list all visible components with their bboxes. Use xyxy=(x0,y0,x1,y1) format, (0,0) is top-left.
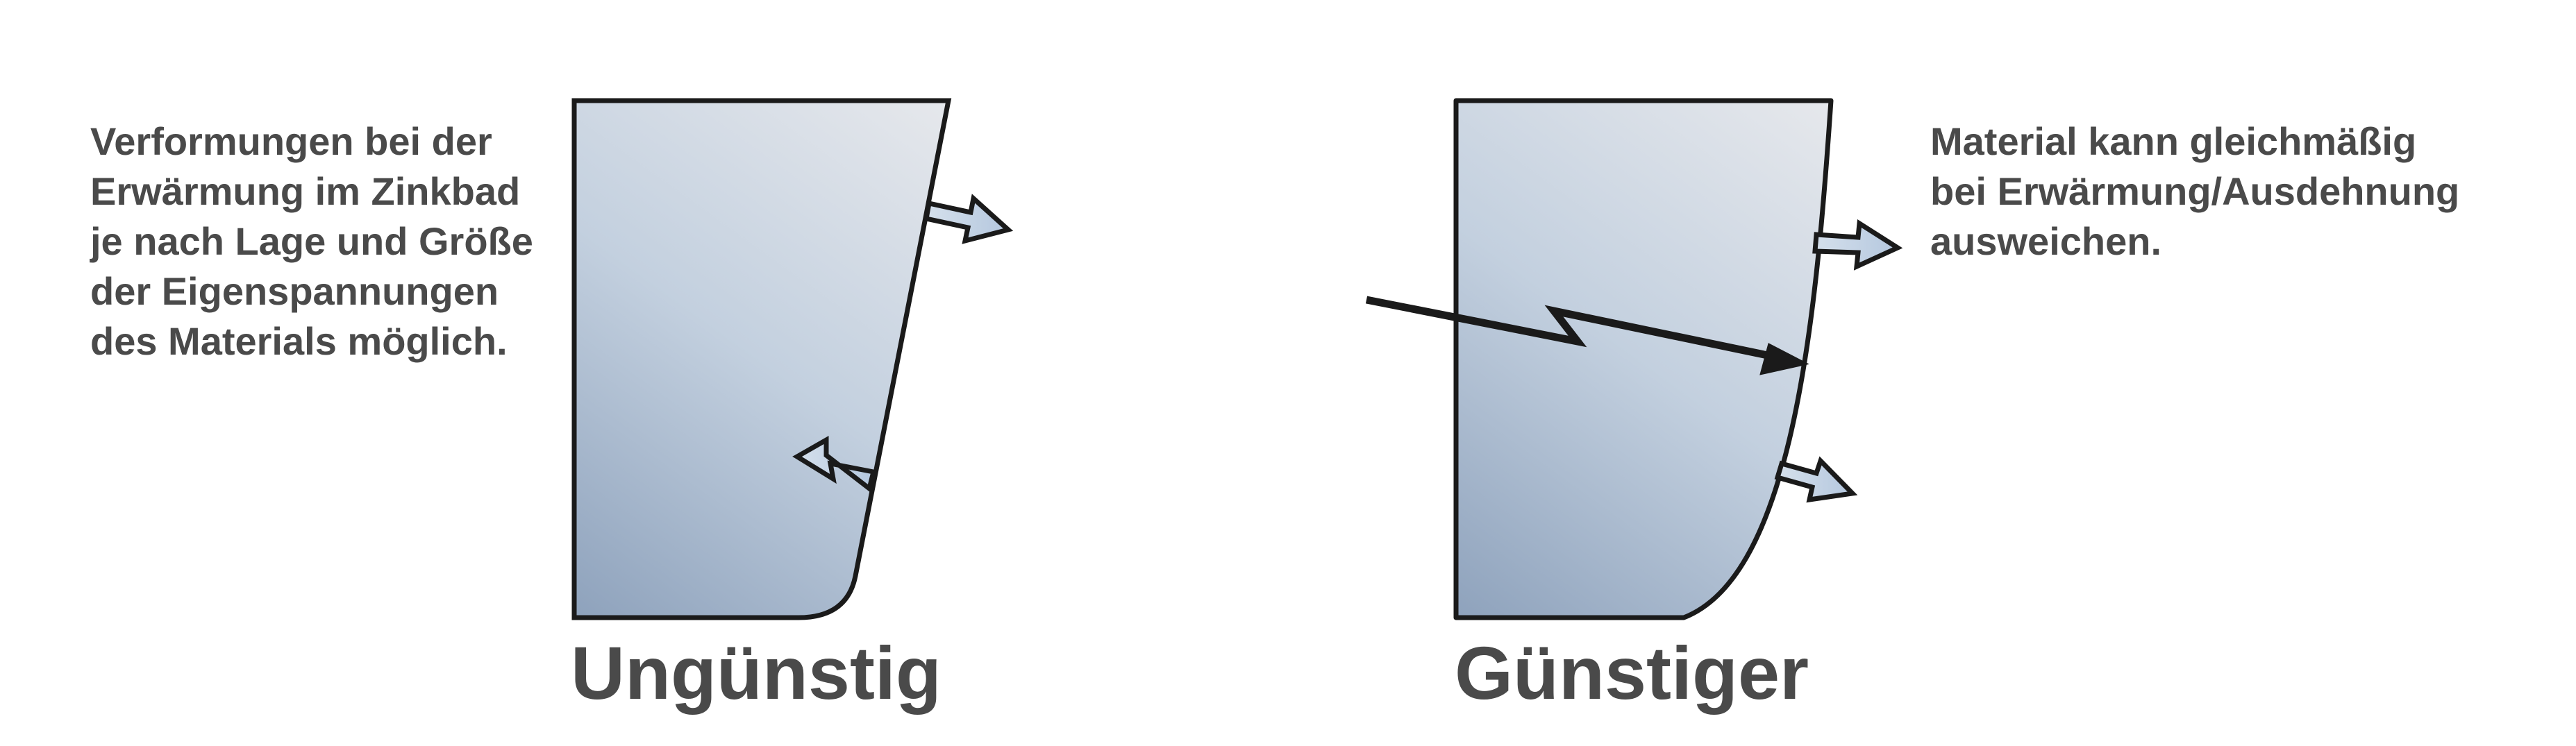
description-line: des Materials möglich. xyxy=(90,319,508,363)
shape-unfavourable-body xyxy=(571,98,952,620)
shape-favourable xyxy=(1365,98,1903,620)
description-line: Verformungen bei der xyxy=(90,119,492,163)
description-line: ausweichen. xyxy=(1930,219,2162,263)
shape-unfavourable xyxy=(571,98,1014,620)
description-favourable: Material kann gleichmäßig bei Erwärmung/… xyxy=(1930,117,2459,266)
description-line: der Eigenspannungen xyxy=(90,269,499,313)
expansion-arrow-lower xyxy=(1774,456,1858,503)
heat-flow-arrow xyxy=(1365,296,1779,362)
description-line: je nach Lage und Größe xyxy=(90,219,533,263)
description-unfavourable: Verformungen bei der Erwärmung im Zinkba… xyxy=(90,117,533,366)
expansion-arrow-upper xyxy=(1812,219,1903,271)
shape-favourable-body xyxy=(1453,98,1834,620)
description-line: Erwärmung im Zinkbad xyxy=(90,169,521,213)
description-line: Material kann gleichmäßig xyxy=(1930,119,2417,163)
deformation-arrow-inward xyxy=(792,435,877,493)
deformation-arrow-outward xyxy=(923,194,1014,244)
caption-favourable: Günstiger xyxy=(1455,631,1809,715)
caption-unfavourable: Ungünstig xyxy=(571,631,942,715)
heat-flow-arrowhead xyxy=(1759,343,1809,375)
description-line: bei Erwärmung/Ausdehnung xyxy=(1930,169,2460,213)
